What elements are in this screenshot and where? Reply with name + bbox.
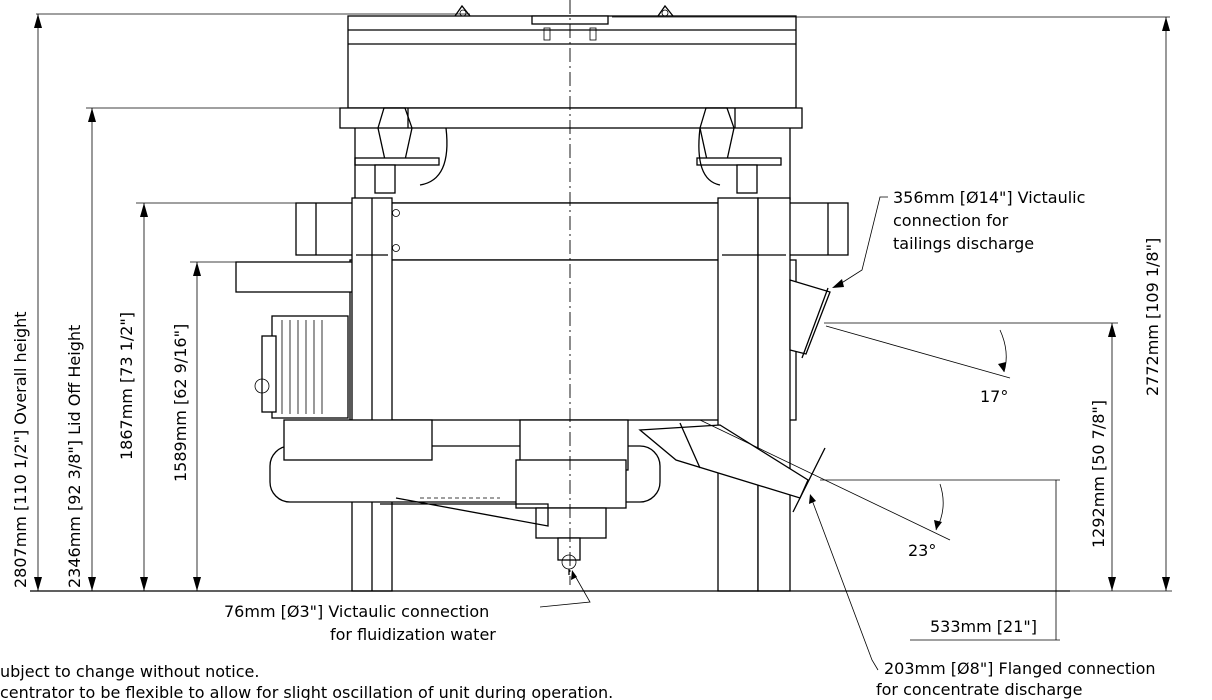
- dimension-lines: [34, 13, 1172, 641]
- lid: [347, 15, 797, 109]
- dim-1589-label: 1589mm [62 9/16"]: [171, 324, 190, 482]
- leader-lines: [539, 196, 888, 671]
- tailings-callout-line2: connection for: [893, 211, 1009, 230]
- dim-533-label: 533mm [21"]: [930, 617, 1037, 636]
- fluidization-callout-line2: for fluidization water: [330, 625, 496, 644]
- overall-height-label: 2807mm [110 1/2"] Overall height: [11, 311, 30, 588]
- tailings-callout-line1: 356mm [Ø14"] Victaulic: [893, 188, 1085, 207]
- lid-off-height-label: 2346mm [92 3/8"] Lid Off Height: [65, 325, 84, 588]
- frame-legs: [351, 197, 791, 592]
- angle-23-label: 23°: [908, 541, 936, 560]
- dim-1292-label: 1292mm [50 7/8"]: [1089, 400, 1108, 548]
- lid-frame: [339, 107, 803, 129]
- machine-drawing: [30, 0, 1070, 592]
- frame-crossbeam: [386, 202, 752, 261]
- motor: [254, 315, 349, 419]
- tailings-callout-line3: tailings discharge: [893, 234, 1034, 253]
- dim-2772-label: 2772mm [109 1/8"]: [1143, 238, 1162, 396]
- tailings-outlet: [789, 279, 831, 355]
- dim-1867-label: 1867mm [73 1/2"]: [117, 312, 136, 460]
- note-line-2: centrator to be flexible to allow for sl…: [0, 683, 613, 700]
- angle-17-label: 17°: [980, 387, 1008, 406]
- concentrate-callout-line1: 203mm [Ø8"] Flanged connection: [884, 659, 1156, 678]
- fluidization-callout-line1: 76mm [Ø3"] Victaulic connection: [224, 602, 489, 621]
- note-line-1: ubject to change without notice.: [0, 662, 259, 681]
- concentrate-callout-line2: for concentrate discharge: [876, 680, 1082, 699]
